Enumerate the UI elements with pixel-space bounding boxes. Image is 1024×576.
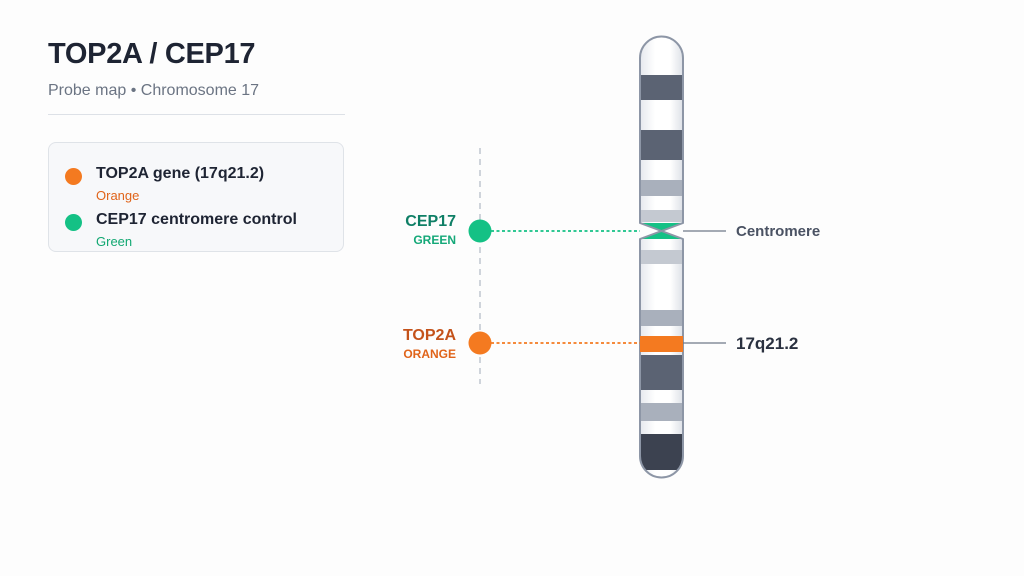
- green-dot-icon: [65, 214, 82, 231]
- centromere-annotation: Centromere: [683, 223, 820, 240]
- top2a-probe-color: ORANGE: [403, 347, 456, 361]
- cep17-probe-name: CEP17: [405, 213, 456, 230]
- top2a-probe-dot: [468, 331, 492, 355]
- band-p1: [640, 75, 683, 100]
- band-q5: [640, 434, 683, 470]
- top2a-probe-name: TOP2A: [403, 327, 457, 344]
- locus-annotation: 17q21.2: [683, 334, 798, 353]
- legend-item-title: CEP17 centromere control: [96, 211, 297, 228]
- top2a-probe: TOP2A ORANGE: [403, 327, 640, 361]
- cep17-probe-dot: [468, 219, 492, 243]
- legend-item-color-label: Green: [96, 234, 133, 249]
- cep17-probe: CEP17 GREEN: [405, 213, 640, 247]
- legend-item-color-label: Orange: [96, 188, 140, 203]
- centromere-upper: [640, 223, 683, 231]
- band-q2: [640, 310, 683, 326]
- locus-label: 17q21.2: [736, 334, 798, 353]
- band-p2: [640, 130, 683, 160]
- centromere-lower: [640, 231, 683, 239]
- header-divider: [48, 114, 345, 115]
- band-q1: [640, 250, 683, 264]
- centromere-label: Centromere: [736, 223, 820, 240]
- chromosome-q-arm: [639, 230, 684, 479]
- legend-item-title: TOP2A gene (17q21.2): [96, 165, 265, 182]
- top2a-locus-band: [640, 336, 683, 352]
- page-subtitle: Probe map • Chromosome 17: [48, 82, 260, 99]
- chromosome-p-arm: [639, 35, 684, 232]
- band-p3: [640, 180, 683, 196]
- band-q3: [640, 355, 683, 390]
- band-q4: [640, 403, 683, 421]
- page-title: TOP2A / CEP17: [48, 38, 256, 70]
- cep17-probe-color: GREEN: [413, 233, 456, 247]
- legend-panel: TOP2A gene (17q21.2) Orange CEP17 centro…: [48, 142, 344, 252]
- band-p4: [640, 210, 683, 222]
- orange-dot-icon: [65, 168, 82, 185]
